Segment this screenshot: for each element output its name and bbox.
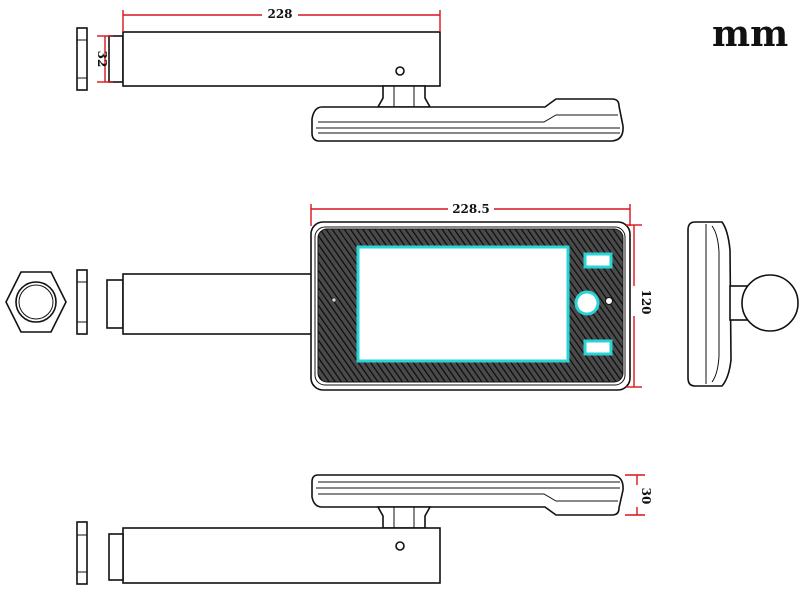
- top-nut-profile: [76, 27, 88, 91]
- bottom-mount-block: [376, 506, 432, 529]
- front-display-screen: [356, 245, 570, 363]
- bottom-thread-stub: [108, 533, 124, 581]
- dim-top-width: 228: [122, 6, 441, 32]
- front-thread-stub: [106, 279, 124, 329]
- bottom-housing: [311, 474, 624, 516]
- front-button-center: [574, 290, 600, 316]
- top-thread-stub: [108, 35, 124, 83]
- dim-front-height-label: 120: [639, 289, 653, 314]
- bottom-screw-hole: [395, 541, 405, 551]
- front-button-bottom: [583, 339, 613, 356]
- front-sensor-dot: [605, 297, 613, 305]
- front-nut-ring: [15, 281, 57, 323]
- dim-front-width: 228.5: [310, 201, 631, 226]
- side-view: [687, 221, 799, 387]
- dim-top-height: 32: [95, 35, 113, 83]
- dim-front-width-label: 228.5: [452, 202, 490, 216]
- bottom-arm: [122, 527, 441, 584]
- top-view: 228 32: [76, 6, 624, 142]
- dim-bottom-depth-label: 30: [639, 488, 653, 505]
- bottom-view: 30: [76, 474, 653, 585]
- top-arm: [122, 31, 441, 87]
- dim-bottom-depth: 30: [625, 474, 653, 516]
- front-button-top: [583, 252, 613, 269]
- dim-top-width-label: 228: [267, 7, 292, 21]
- top-mount-block: [376, 85, 432, 108]
- front-view: 228.5 120: [5, 201, 653, 391]
- front-indicator-dot: [331, 297, 337, 303]
- front-arm: [122, 273, 314, 335]
- side-housing: [687, 221, 732, 387]
- top-housing: [311, 98, 624, 142]
- bottom-nut-profile: [76, 521, 88, 585]
- dim-top-height-label: 32: [95, 51, 109, 68]
- front-nut-profile: [76, 269, 88, 335]
- top-screw-hole: [395, 66, 405, 76]
- dim-front-height: 120: [626, 224, 653, 388]
- units-label: mm: [712, 13, 788, 55]
- side-ball-mount: [741, 274, 799, 332]
